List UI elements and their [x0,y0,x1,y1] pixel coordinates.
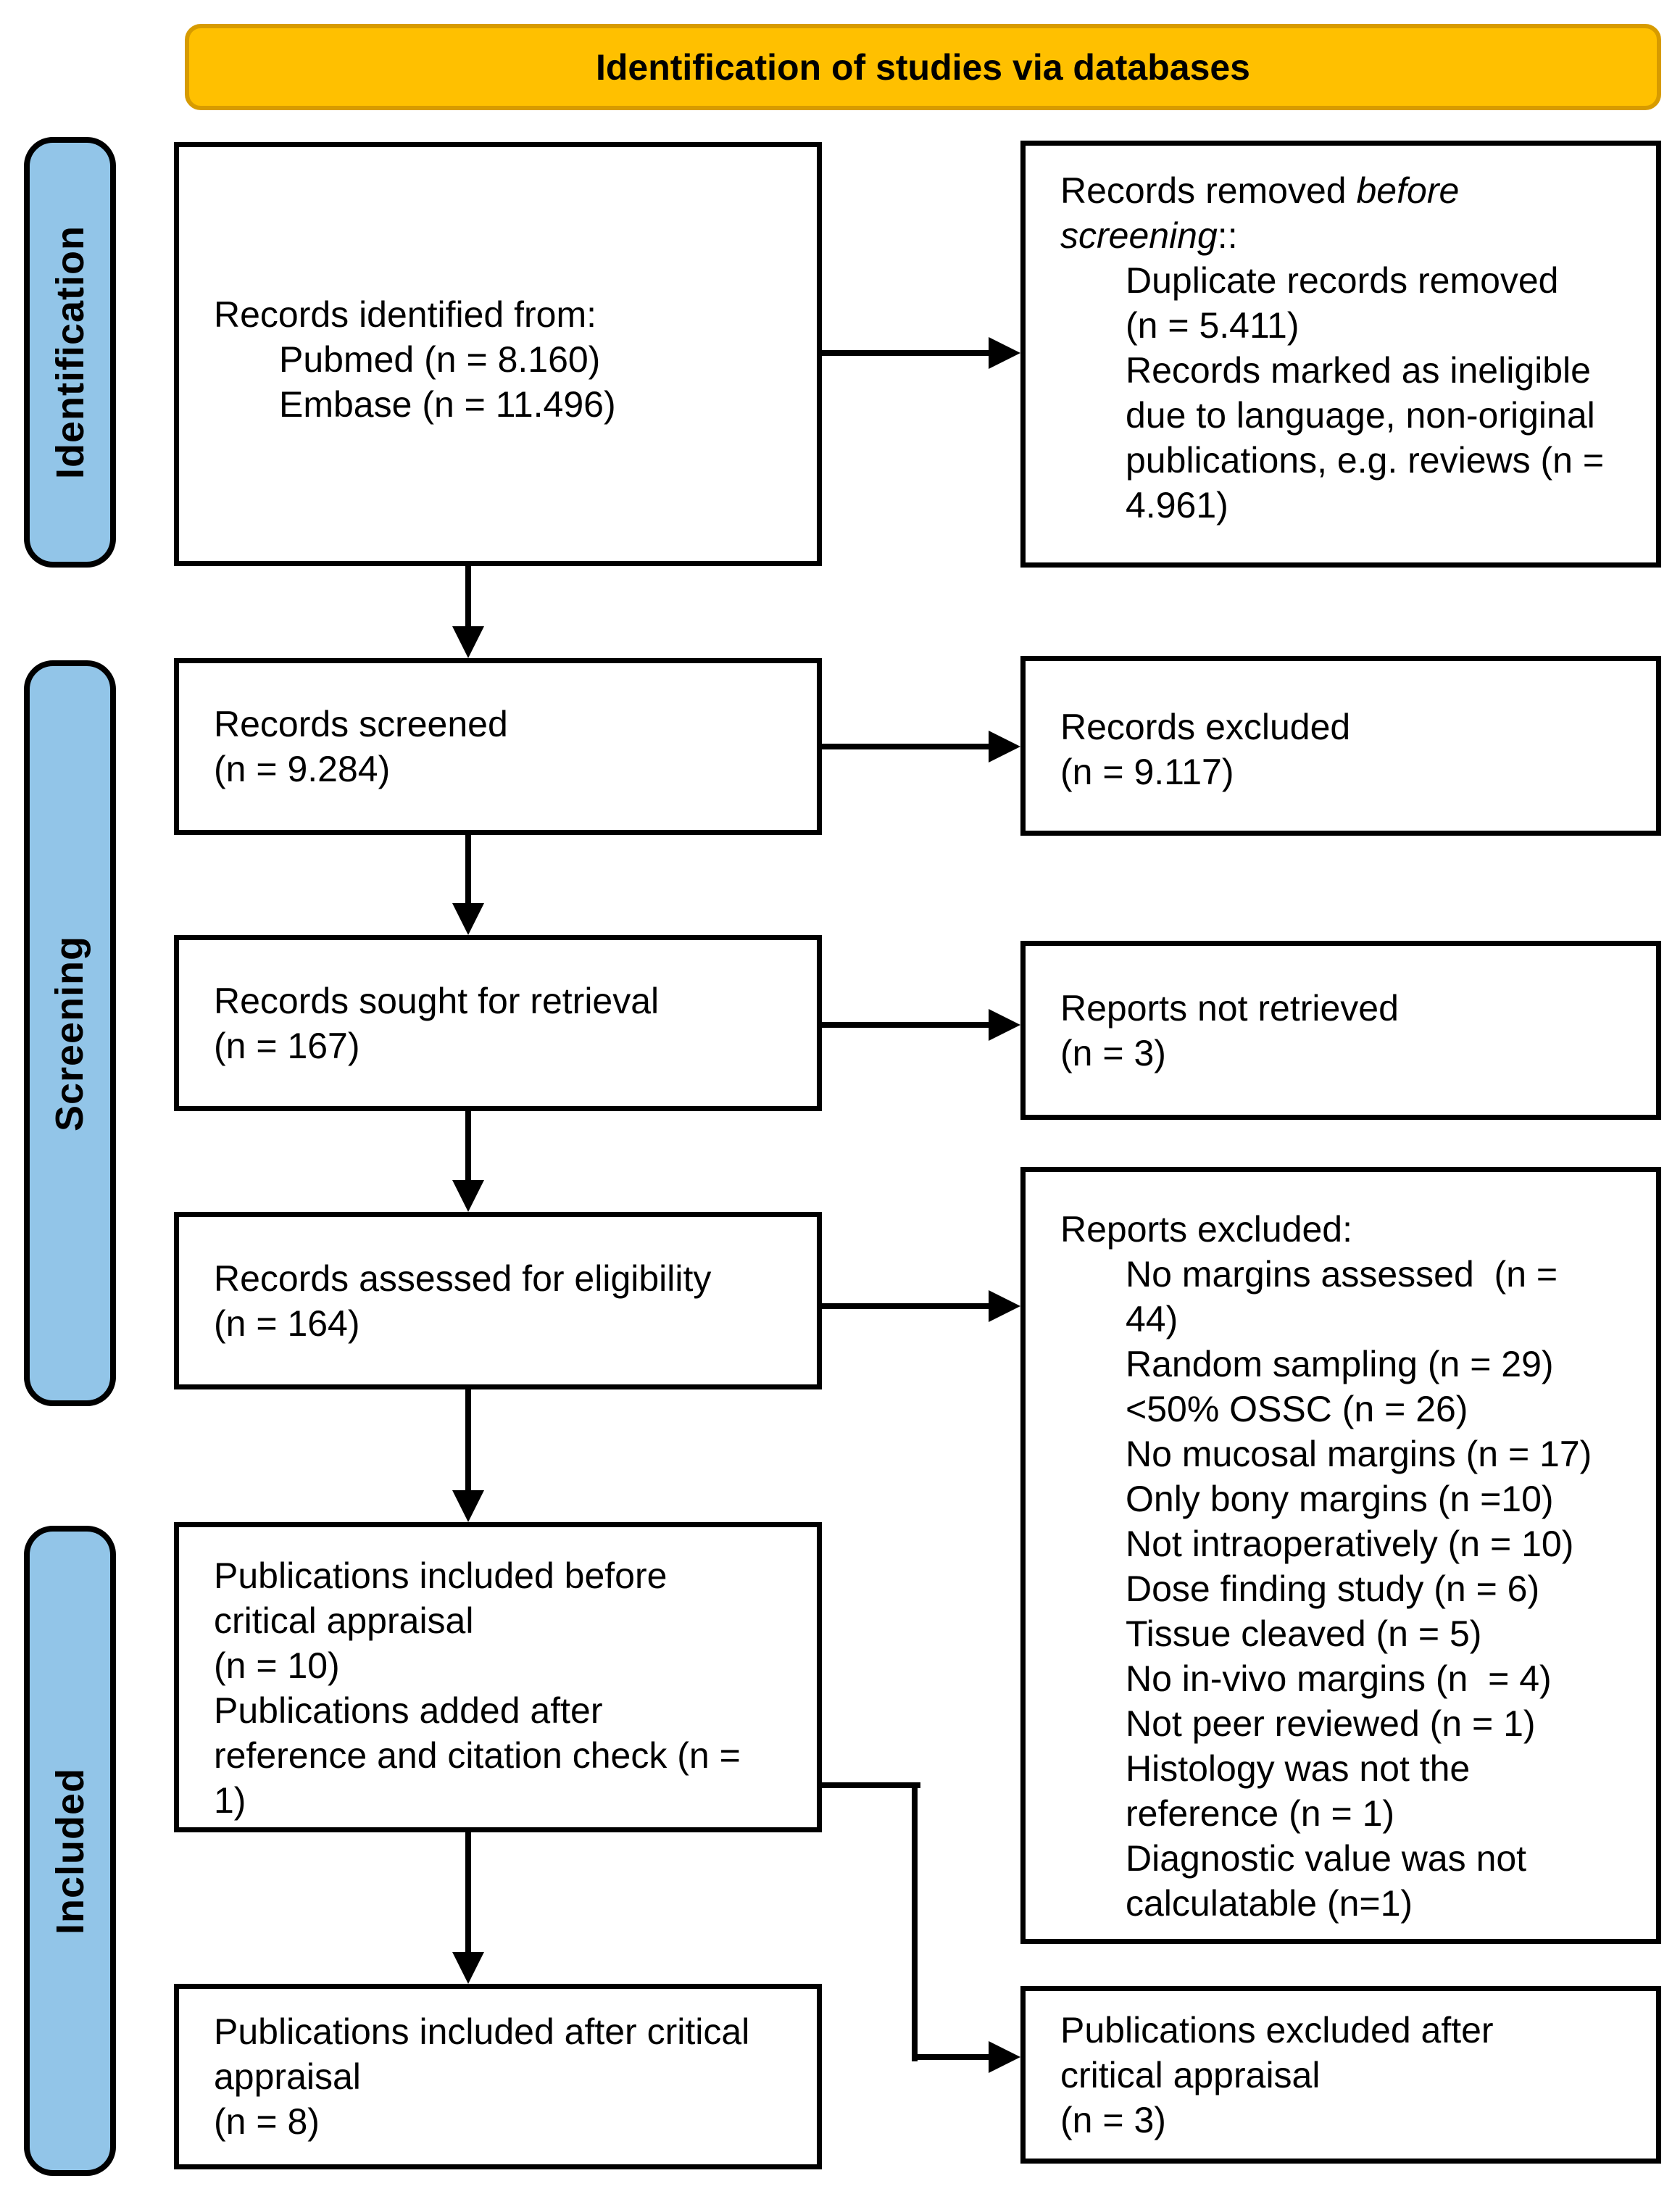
text-line: (n = 10) [214,1645,340,1686]
box-records-sought: Records sought for retrieval(n = 167) [174,935,822,1111]
text-line: screening:: [1060,213,1639,258]
text-line: Publications included before [214,1555,668,1596]
text-line: 4.961) [1126,485,1228,525]
arrow-screened-to-sought-line [465,835,471,903]
text-line: (n = 9.117) [1060,752,1234,792]
text-segment: :: [1217,215,1238,256]
arrow-included-before-to-after-head [452,1952,484,1984]
text-line: critical appraisal [1060,2054,1321,2095]
arrow-assessed-to-included-before-line [465,1389,471,1490]
arrow-screened-to-excluded-line [822,744,989,749]
text-line: (n = 3) [1060,2099,1166,2140]
diagram-title: Identification of studies via databases [595,46,1250,88]
stage-label-identification: Identification [24,137,116,568]
text-line: due to language, non-original [1126,395,1595,436]
italic-text-segment: before [1356,170,1460,211]
text-line: Reports not retrieved [1060,987,1399,1029]
text-line: Duplicate records removed [1126,260,1559,301]
arrow-identified-to-screened-line [465,566,471,626]
text-line: 1) [214,1780,246,1821]
text-segment: Records removed [1060,170,1357,211]
arrow-identified-to-screened-head [452,626,484,658]
arrow-included-before-to-after-line [465,1832,471,1952]
text-line: publications, e.g. reviews (n = [1126,440,1605,481]
stage-label-screening-text: Screening [48,935,92,1131]
text-line: Publications added after [214,1690,603,1731]
arrow-assessed-to-reports-excluded-head [989,1290,1020,1322]
box-reports-not-retrieved: Reports not retrieved(n = 3) [1020,941,1661,1120]
box-records-excluded: Records excluded (n = 9.117) [1020,656,1661,836]
text-line: appraisal [214,2056,361,2097]
text-line: No margins assessed (n = [1126,1254,1558,1295]
text-line: Dose finding study (n = 6) [1126,1569,1540,1609]
arrow-sought-to-assessed-line [465,1111,471,1180]
arrow-assessed-to-included-before-head [452,1490,484,1522]
stage-label-included: Included [24,1526,116,2176]
italic-text-segment: screening [1060,215,1218,256]
text-line: Records sought for retrieval [214,980,660,1021]
text-line: calculatable (n=1) [1126,1883,1413,1924]
text-line: Records marked as ineligible [1126,350,1591,391]
text-line: Diagnostic value was not [1126,1838,1527,1879]
text-line: Publications excluded after [1060,2009,1494,2051]
text-line: Not intraoperatively (n = 10) [1126,1524,1574,1564]
arrow-sought-to-assessed-head [452,1180,484,1212]
text-line: 44) [1126,1299,1178,1339]
diagram-title-banner: Identification of studies via databases [185,24,1661,110]
box-records-screened: Records screened (n = 9.284) [174,658,822,835]
arrow-screened-to-excluded-head [989,731,1020,763]
text-line: critical appraisal [214,1600,474,1641]
text-line: Records identified from: [214,294,597,335]
arrow-sought-to-not-retrieved-line [822,1022,989,1028]
text-line: Records excluded [1060,707,1351,747]
text-line: (n = 164) [214,1302,360,1344]
arrow-identified-to-removed-head [989,337,1020,369]
text-line: Publications included after critical [214,2011,750,2052]
text-line: No mucosal margins (n = 17) [1126,1434,1592,1474]
text-line: Random sampling (n = 29) [1126,1344,1554,1384]
stage-label-included-text: Included [48,1767,92,1935]
text-line: Records screened [214,704,508,744]
stage-label-screening: Screening [24,660,116,1406]
text-line: (n = 9.284) [214,749,391,789]
text-line: <50% OSSC (n = 26) [1126,1389,1468,1429]
text-line: Pubmed (n = 8.160) [279,339,601,380]
text-line: reference and citation check (n = [214,1735,741,1776]
stage-label-identification-text: Identification [48,225,92,479]
arrow-elbow-head [989,2041,1020,2073]
text-line: (n = 3) [1060,1032,1166,1073]
text-line: No in-vivo margins (n = 4) [1126,1658,1552,1699]
text-line: Records assessed for eligibility [214,1258,712,1299]
text-line: Embase (n = 11.496) [279,384,616,425]
arrow-elbow-vertical-segment [912,1782,918,2061]
text-line: (n = 5.411) [1126,305,1299,346]
text-line: Not peer reviewed (n = 1) [1126,1703,1536,1744]
arrow-elbow-bottom-segment [912,2054,989,2060]
text-line: Only bony margins (n =10) [1126,1479,1554,1519]
box-records-identified: Records identified from:Pubmed (n = 8.16… [174,142,822,566]
arrow-identified-to-removed-line [822,350,989,356]
arrow-screened-to-sought-head [452,903,484,935]
text-line: Histology was not the [1126,1748,1471,1789]
box-records-assessed: Records assessed for eligibility(n = 164… [174,1212,822,1389]
arrow-sought-to-not-retrieved-head [989,1009,1020,1041]
text-line: reference (n = 1) [1126,1793,1395,1834]
text-line: Tissue cleaved (n = 5) [1126,1613,1482,1654]
box-reports-excluded: Reports excluded:No margins assessed (n … [1020,1167,1661,1944]
text-line: (n = 167) [214,1025,360,1066]
text-line: (n = 8) [214,2101,320,2142]
arrow-assessed-to-reports-excluded-line [822,1303,989,1309]
text-line: Records removed before [1060,168,1639,213]
arrow-elbow-top-segment [822,1782,920,1788]
text-line: Reports excluded: [1060,1209,1353,1250]
